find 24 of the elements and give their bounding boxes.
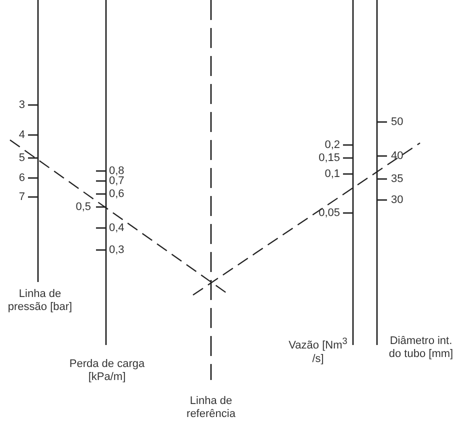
scale-value: 40: [391, 150, 404, 162]
scale-value: 30: [391, 194, 404, 206]
scale-value: 0,2: [324, 139, 340, 151]
scale-value: 0,5: [76, 201, 91, 213]
scale-value: 0,05: [318, 207, 340, 219]
axis-caption: Diâmetro int. do tubo [mm]: [388, 335, 454, 361]
scale-value: 0,3: [109, 244, 124, 256]
scale-value: 3: [18, 99, 25, 111]
axis-caption: Perda de carga [kPa/m]: [68, 358, 146, 384]
axis-caption: Linha de pressão [bar]: [6, 288, 74, 314]
axis-caption: Vazão [Nm$^{3}$ /s]: [288, 335, 348, 366]
scale-value: 6: [18, 172, 25, 184]
scale-value: 5: [18, 152, 25, 164]
scale-value: 0,6: [109, 188, 124, 200]
scale-value: 4: [18, 129, 25, 141]
scale-value: 0,1: [324, 168, 340, 180]
scale-value: 35: [391, 173, 404, 185]
scale-value: 7: [18, 191, 25, 203]
scale-value: 50: [391, 116, 404, 128]
axis-caption: Linha de referência: [186, 395, 236, 421]
scale-value: 0,4: [109, 222, 124, 234]
scale-value: 0,7: [109, 175, 124, 187]
scale-value: 0,15: [318, 152, 340, 164]
scale-value: 0,8: [109, 165, 124, 177]
